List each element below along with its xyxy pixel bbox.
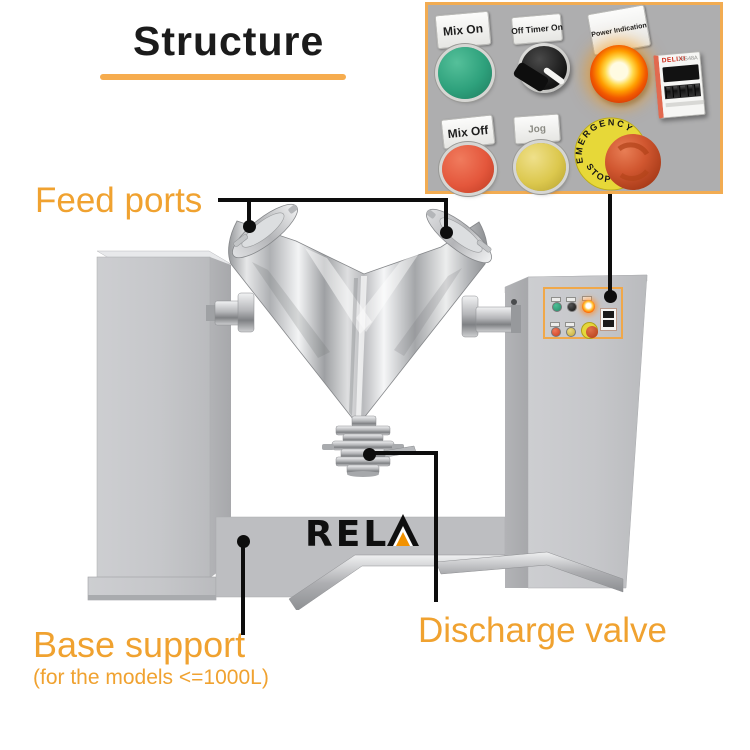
- mini-power-lamp: [582, 300, 595, 313]
- left-feed-port: [232, 203, 298, 259]
- right-support-column: [435, 274, 648, 593]
- left-support-column: [87, 250, 232, 601]
- feed-ports-callout-line: [218, 198, 448, 202]
- discharge-valve-label: Discharge valve: [418, 611, 667, 650]
- timer-thumbwheels: [664, 83, 702, 100]
- page-title: Structure: [133, 18, 325, 64]
- logo-orange-triangle: [396, 532, 410, 546]
- mini-selector-knob: [567, 302, 577, 312]
- mini-timer: [600, 308, 617, 331]
- inset-callout-line: [608, 194, 612, 296]
- logo-rela: REL: [305, 514, 419, 555]
- feed-ports-label: Feed ports: [35, 181, 203, 220]
- jog-button: [516, 143, 566, 191]
- discharge-callout-line-h: [372, 451, 438, 455]
- mini-red-button: [551, 327, 561, 337]
- base-support-label: Base support: [33, 624, 246, 665]
- delixi-timer: DELIXI JSS48A: [653, 51, 706, 119]
- feed-ports-callout-drop-right: [444, 200, 448, 230]
- timer-model: JSS48A: [677, 55, 699, 64]
- v-mixer-machine: REL: [87, 203, 648, 610]
- mini-jog-button: [566, 327, 576, 337]
- mini-estop-button: [586, 326, 598, 338]
- base-support-callout-line: [241, 545, 245, 635]
- feed-port-left-marker: [243, 220, 256, 233]
- off-timer-on-label-plate: Off Timer On: [511, 12, 563, 46]
- feed-ports-callout-drop-left: [247, 200, 251, 224]
- right-trunnion-shaft: [461, 295, 521, 338]
- control-panel-marker: [604, 290, 617, 303]
- mix-on-label-plate: Mix On: [434, 10, 492, 50]
- control-buttons-inset: Mix On Off Timer On Power Indication DEL…: [425, 2, 723, 194]
- machine-control-panel: [543, 287, 623, 339]
- timer-display: [662, 64, 700, 83]
- jog-label-plate: Jog: [513, 113, 561, 145]
- timer-footer: [665, 99, 704, 108]
- off-timer-knob: [512, 43, 570, 93]
- mini-green-button: [552, 302, 562, 312]
- discharge-valve: [322, 415, 417, 477]
- discharge-callout-line-v: [434, 451, 438, 602]
- title-underline: [100, 74, 346, 80]
- base-support-marker: [237, 535, 250, 548]
- logo-text: REL: [305, 514, 389, 555]
- mix-on-button: [438, 47, 492, 99]
- power-indication-lamp: [590, 45, 648, 103]
- feed-port-right-marker: [440, 226, 453, 239]
- base-support-note: (for the models <=1000L): [33, 666, 269, 689]
- mix-off-button: [442, 145, 494, 193]
- estop-mushroom: [605, 134, 661, 190]
- left-trunnion-shaft: [206, 292, 255, 333]
- emergency-stop-button: EMERGENCY STOP: [574, 117, 661, 191]
- v-vessel-body: [228, 220, 488, 423]
